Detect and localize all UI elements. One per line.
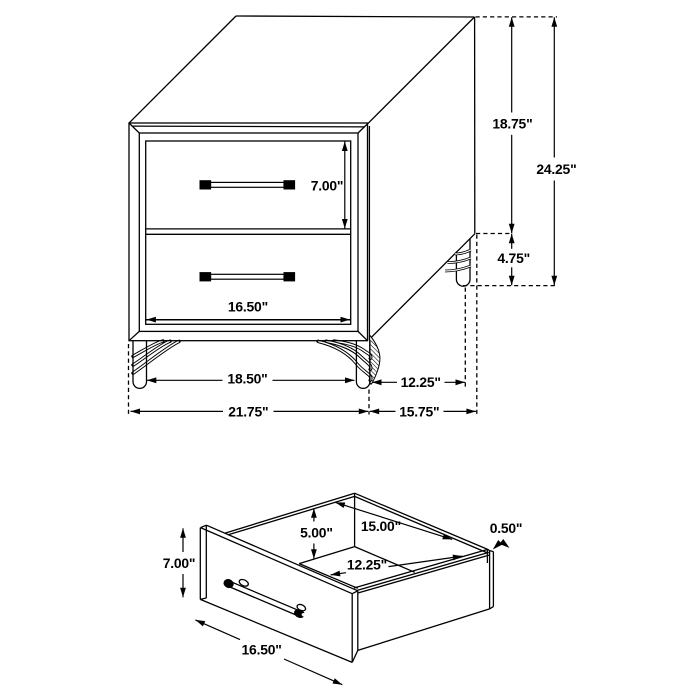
svg-text:15.75": 15.75"	[399, 403, 439, 419]
svg-text:24.25": 24.25"	[536, 161, 576, 177]
svg-text:18.75": 18.75"	[492, 116, 532, 132]
svg-text:18.50": 18.50"	[227, 370, 267, 386]
svg-text:5.00": 5.00"	[300, 525, 333, 541]
svg-text:7.00": 7.00"	[311, 177, 344, 193]
svg-text:16.50": 16.50"	[242, 641, 282, 657]
svg-text:7.00": 7.00"	[163, 555, 196, 571]
svg-text:15.00": 15.00"	[361, 518, 401, 534]
svg-text:4.75": 4.75"	[497, 250, 530, 266]
svg-text:12.25": 12.25"	[347, 557, 387, 573]
svg-text:12.25": 12.25"	[401, 374, 441, 390]
svg-text:21.75": 21.75"	[228, 403, 268, 419]
svg-text:16.50": 16.50"	[228, 299, 268, 315]
svg-text:0.50": 0.50"	[490, 520, 523, 536]
